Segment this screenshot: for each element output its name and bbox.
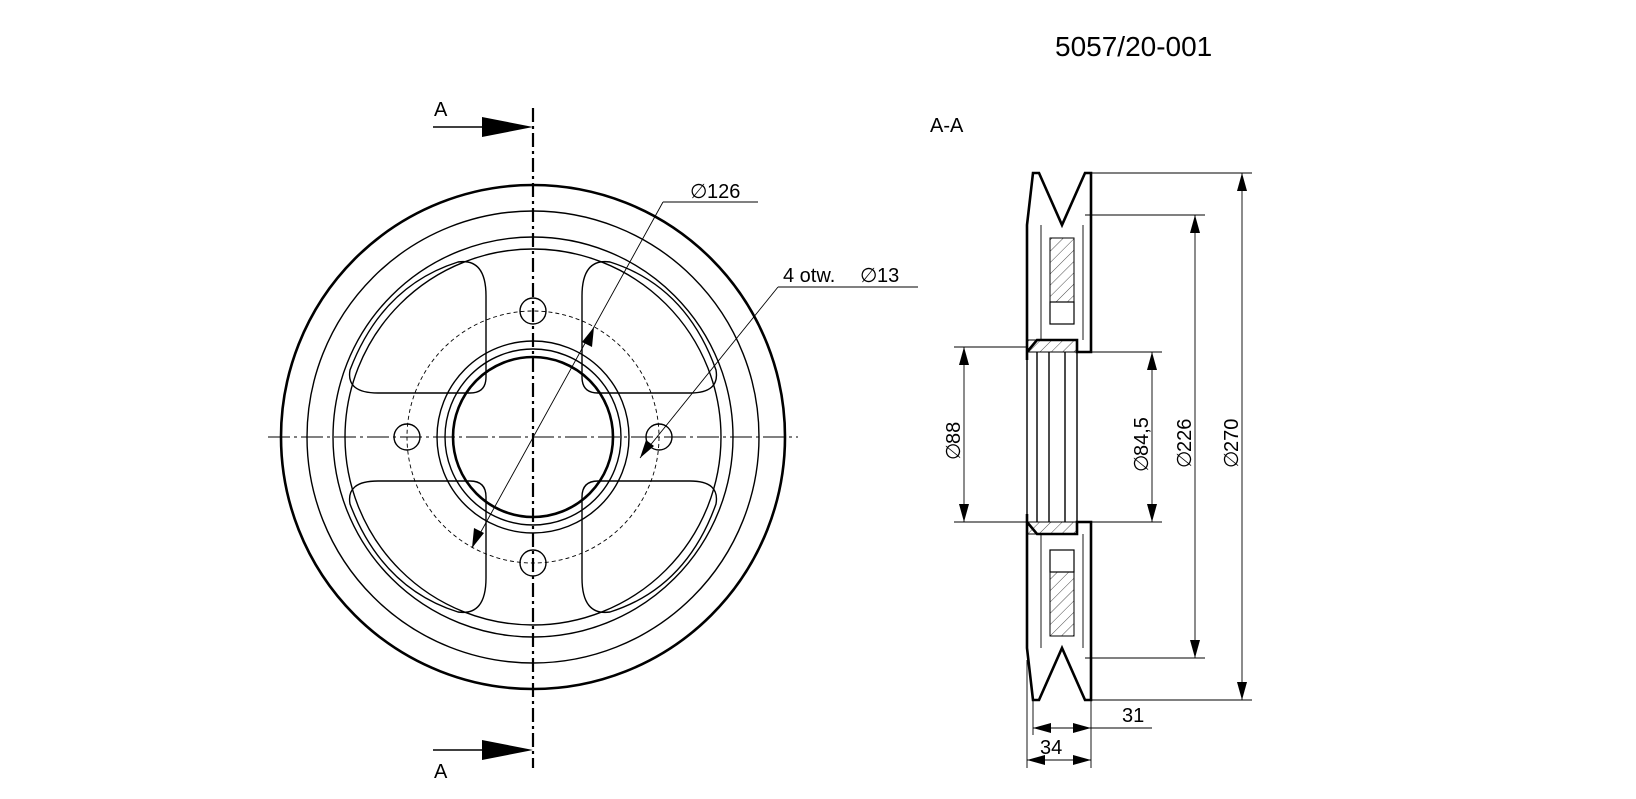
window-top-left [348,260,487,394]
dim-bore-symbol: ∅ [943,443,965,460]
dim-width-groove: 31 [1033,705,1152,733]
hatch-web-upper [1049,237,1075,303]
drawing-number: 5057/20-001 [1055,31,1212,62]
dim-groove-symbol: ∅ [1174,451,1196,468]
front-view: A A ∅ 126 4 otw. ∅ 13 [268,99,918,783]
hatch-hub-upper [1026,339,1078,353]
dim-bolt-circle-value: 126 [707,181,740,203]
bolt-hole-section-lower [1049,549,1075,573]
dim-outer: ∅ 270 [1221,173,1247,700]
dim-outer-symbol: ∅ [1221,451,1243,468]
dim-width-groove-value: 31 [1122,705,1144,727]
window-bottom-right [581,480,718,614]
dim-width-total: 34 [1027,737,1091,765]
window-top-right [581,260,718,394]
spoke-windows [348,260,718,614]
dim-hub: ∅ 84,5 [1131,352,1157,522]
window-bottom-left [348,480,487,614]
hatch-web-lower [1049,571,1075,637]
dim-groove-value: 226 [1174,419,1196,452]
bolt-hole-top [519,297,547,325]
section-marker-bottom: A [433,740,533,783]
dim-groove: ∅ 226 [1174,215,1200,658]
dim-bolt-circle: ∅ 126 [471,181,758,549]
dim-bore-value: 88 [943,422,965,444]
section-view-label: A-A [930,115,964,137]
dim-width-total-value: 34 [1040,737,1062,759]
dim-hub-symbol: ∅ [1131,455,1153,472]
section-view: A-A [930,115,1252,768]
dim-bore: ∅ 88 [943,347,969,522]
section-marker-top: A [433,99,533,137]
dim-holes-count: 4 otw. [783,265,835,287]
dim-holes: 4 otw. ∅ 13 [639,265,918,459]
dim-bolt-circle-symbol: ∅ [690,181,707,203]
bolt-hole-section-upper [1049,301,1075,325]
section-marker-top-label: A [434,99,448,121]
section-marker-bottom-label: A [434,761,448,783]
hatch-hub-lower [1026,521,1078,535]
dim-hub-value: 84,5 [1131,417,1153,456]
dim-holes-symbol: ∅ [860,265,877,287]
dim-outer-value: 270 [1221,419,1243,452]
dim-holes-value: 13 [877,265,899,287]
